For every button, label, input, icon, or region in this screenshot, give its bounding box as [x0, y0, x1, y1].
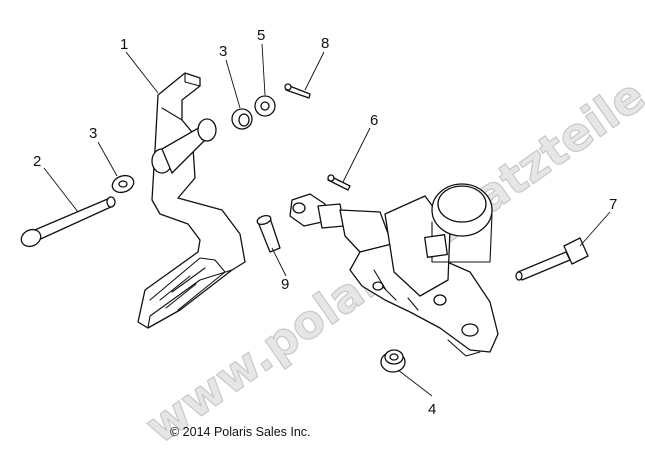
callout-2: 2 [33, 153, 41, 170]
callout-3-lower: 3 [89, 125, 97, 142]
callout-1: 1 [120, 36, 128, 53]
callout-5: 5 [257, 27, 265, 44]
callout-3-upper: 3 [219, 43, 227, 60]
clevis-pin-part-2[interactable] [19, 196, 116, 249]
washer-part-5[interactable] [254, 95, 276, 117]
cotter-pin-part-6[interactable] [327, 174, 351, 191]
cotter-pin-part-8[interactable] [284, 83, 311, 99]
callout-4: 4 [428, 401, 436, 418]
callout-6: 6 [370, 112, 378, 129]
bolt-part-7[interactable] [515, 237, 589, 281]
bushing-part-3-upper[interactable] [231, 108, 253, 130]
brake-pedal-part-1[interactable] [137, 72, 246, 329]
copyright-text: © 2014 Polaris Sales Inc. [170, 425, 311, 439]
pin-part-9[interactable] [256, 214, 281, 253]
washer-part-3-lower[interactable] [110, 173, 136, 196]
callout-7: 7 [609, 196, 617, 213]
leader-lines [43, 43, 611, 397]
callout-8: 8 [321, 35, 329, 52]
callout-9: 9 [281, 276, 289, 293]
master-cylinder-assembly[interactable] [289, 183, 499, 357]
flange-nut-part-4[interactable] [380, 349, 406, 373]
